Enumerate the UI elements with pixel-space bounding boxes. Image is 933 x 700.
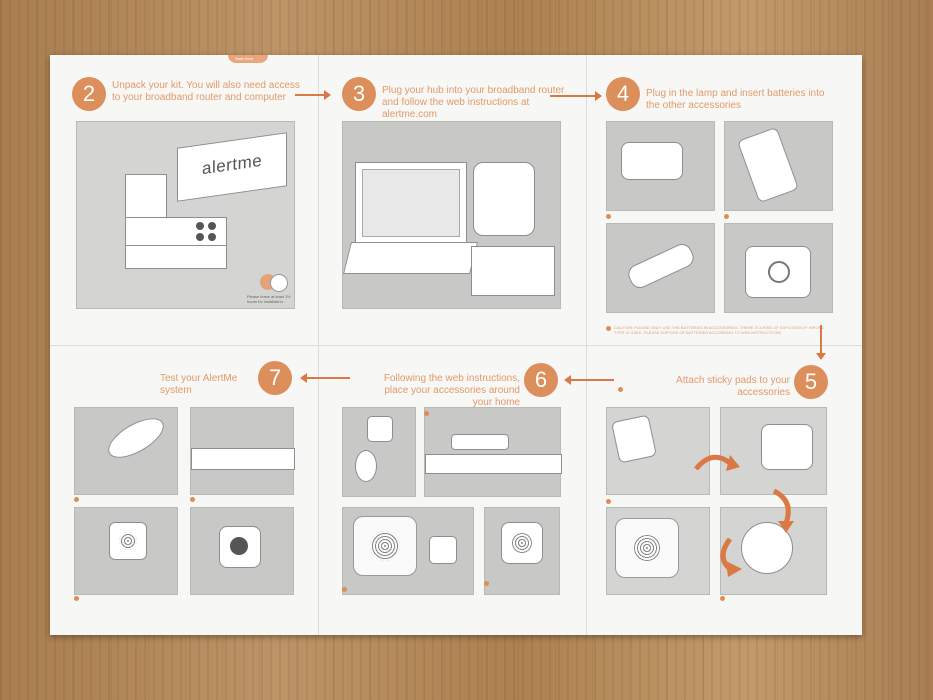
arrow-down [820,325,822,355]
hub-setup-panel [342,121,561,309]
curved-arrow-head [726,561,742,577]
caption-dot [724,214,729,219]
booklet [125,174,167,224]
install-time-note: Please leave at least 1½ hours for insta… [247,294,291,304]
step-5-number: 5 [794,365,828,399]
step-5-panel-2 [720,407,827,495]
kit-panel: alertme Please leave at least 1½ hours f… [76,121,295,309]
broadband-router [471,246,555,296]
step-7-panel-2 [190,407,295,495]
caption-dot [484,581,489,586]
step-7-panel-4 [190,507,294,595]
curved-arrow [694,454,732,471]
step-5-panel-1 [606,407,710,495]
curved-arrow [772,488,791,524]
tray-base [125,245,227,269]
step-5-text: Attach sticky pads to your accessories [676,375,790,398]
start-tab-label: Start Here [235,56,254,61]
step-4-number: 4 [606,77,640,111]
step-6-panel-1 [342,407,416,497]
caption-dot [606,214,611,219]
step-4-text: Plug in the lamp and insert batteries in… [646,88,825,111]
step-5-panel-3 [606,507,710,595]
caption-dot [190,497,195,502]
caption-dot [606,326,611,331]
fold-line [50,345,862,346]
accessory-tray [125,217,227,247]
caption-dot [342,587,347,592]
caption-dot [720,596,725,601]
step-6-text: Following the web instructions, place yo… [383,373,520,408]
step-4-panel-3 [606,223,715,313]
step-3-text: Plug your hub into your broadband router… [382,85,565,120]
curved-arrow-head [778,521,794,533]
step-2-number: 2 [72,77,106,111]
caption-dot [424,411,429,416]
caption-dot [618,387,623,392]
battery-caution: CAUTION: PLEASE ONLY USE THE BATTERIES I… [614,325,825,335]
step-7-panel-1 [74,407,178,495]
arrow-left [564,375,614,385]
arrow-right [550,91,602,101]
product-box: alertme [177,132,287,202]
curved-arrow-head [726,455,740,471]
caption-dot [74,497,79,502]
step-2-text: Unpack your kit. You will also need acce… [112,80,300,103]
step-7-text: Test your AlertMe system [160,373,238,396]
instruction-sheet: Start Here 2 Unpack your kit. You will a… [50,55,862,635]
step-6-panel-2 [424,407,562,497]
step-6-panel-3 [342,507,474,595]
alertme-logo: alertme [202,150,263,179]
caption-dot [74,596,79,601]
arrow-left [300,373,350,383]
step-7-number: 7 [258,361,292,395]
curved-arrows [694,454,794,577]
step-4-panel-1 [606,121,715,211]
caption-dot [606,499,611,504]
laptop-screen [355,162,467,244]
laptop-keyboard [343,242,478,274]
step-4-panel-2 [724,121,833,211]
step-4-panel-4 [724,223,833,313]
step-5-panel-4 [720,507,827,595]
step-7-panel-3 [74,507,178,595]
arrow-down-head [816,353,826,360]
step-6-panel-4 [484,507,560,595]
arrow-right [295,90,331,100]
step-3-number: 3 [342,77,376,111]
step-6-number: 6 [524,363,558,397]
alertme-hub [473,162,535,236]
start-tab: Start Here [228,55,268,63]
